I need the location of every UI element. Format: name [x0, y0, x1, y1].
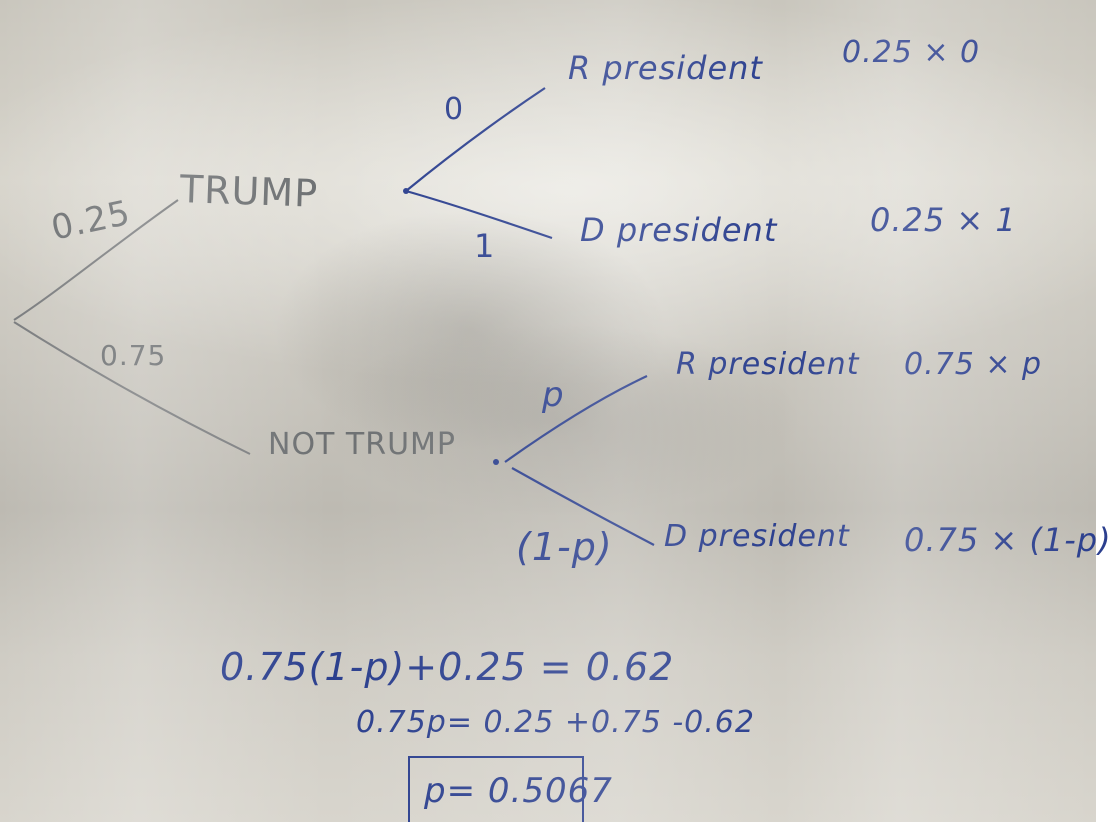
equation-line-1: 0.75(1-p)+0.25 = 0.62 — [220, 645, 675, 689]
outcome-label: D president — [580, 211, 778, 249]
outcome-label: D president — [664, 519, 850, 554]
branch-root-to-trump — [13, 199, 179, 321]
equation-line-2: 0.75p= 0.25 +0.75 -0.62 — [356, 705, 755, 740]
outcome-label: R president — [676, 347, 860, 382]
outcome-product: 0.25 × 1 — [870, 201, 1017, 239]
not-trump-r-probability: p — [542, 375, 565, 415]
branch-not-trump-to-r — [504, 375, 648, 463]
answer-equation: p= 0.5067 — [424, 771, 613, 811]
not-trump-node-dot — [493, 459, 499, 465]
not-trump-d-probability: (1-p) — [516, 525, 613, 569]
trump-r-probability: 0 — [444, 92, 465, 127]
not-trump-branch-probability: 0.75 — [100, 339, 167, 372]
branch-not-trump-to-d — [511, 467, 655, 546]
not-trump-label: NOT TRUMP — [268, 427, 457, 462]
branch-trump-to-d — [405, 189, 553, 240]
branch-root-to-not-trump — [13, 321, 251, 455]
outcome-product: 0.75 × p — [904, 347, 1043, 382]
outcome-product: 0.25 × 0 — [842, 35, 981, 70]
outcome-label: R president — [568, 49, 763, 87]
outcome-product: 0.75 × (1-p) — [904, 521, 1112, 559]
trump-d-probability: 1 — [474, 227, 496, 265]
trump-label: TRUMP — [179, 167, 319, 216]
answer-box — [408, 756, 584, 822]
branch-trump-to-r — [405, 87, 546, 192]
